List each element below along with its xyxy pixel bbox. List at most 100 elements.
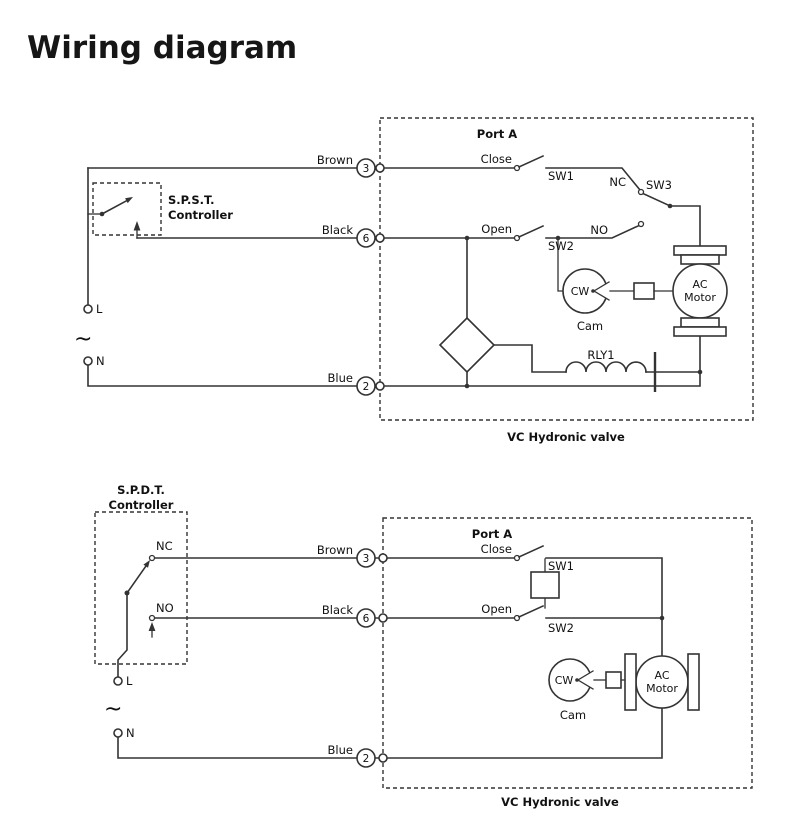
spdt-motor-right-flange <box>687 653 700 711</box>
spst-motor-top-flange-inner <box>680 254 720 265</box>
spst-nc-label: NC <box>609 175 626 189</box>
spdt-cam-notch-mask <box>578 671 593 689</box>
spst-black-arrowhead-icon <box>133 221 141 231</box>
spdt-nc-label: NC <box>156 539 173 553</box>
spst-sw2-blade <box>517 224 545 239</box>
spst-blue-label: Blue <box>328 371 353 385</box>
spst-relay-label: RLY1 <box>587 348 614 362</box>
spdt-junction-dot <box>659 615 665 621</box>
spst-valve-name-label: VC Hydronic valve <box>507 430 625 444</box>
spst-sw3-no-contact <box>637 220 645 228</box>
spst-cam-tap-wire <box>557 237 564 292</box>
spdt-blue-wire <box>117 707 663 759</box>
spst-motor-bottom-flange-inner <box>680 317 720 328</box>
spdt-l-label: L <box>126 674 133 688</box>
spdt-sw2-blade <box>517 604 545 619</box>
spdt-valve-boundary <box>382 517 753 789</box>
spst-junction-dot <box>464 383 470 389</box>
spdt-cw-label: CW <box>555 674 574 687</box>
spst-motor-top-flange <box>673 245 727 256</box>
spdt-common-wire <box>117 592 128 678</box>
spst-black-pin-circle <box>356 228 376 248</box>
spdt-nc-contact <box>148 554 156 562</box>
spst-sw3-label: SW3 <box>646 178 672 192</box>
spst-switch-blade <box>100 198 130 216</box>
spst-l-label: L <box>96 302 103 316</box>
spdt-n-terminal <box>113 728 123 738</box>
spst-blue-pin-number: 2 <box>363 381 370 393</box>
spst-sw1-label: SW1 <box>548 169 574 183</box>
spdt-brown-pin-number: 3 <box>363 553 370 565</box>
spdt-black-pin-number: 6 <box>363 613 370 625</box>
spdt-motor-left-flange <box>624 653 637 711</box>
spdt-linkage-block <box>530 571 560 599</box>
spst-switch-blade-arrowhead-icon <box>125 197 133 204</box>
spst-blue-wire <box>87 334 701 387</box>
spst-sw1-blade <box>517 154 545 169</box>
spst-cam-label: Cam <box>577 319 603 333</box>
spst-junction-dot <box>697 369 703 375</box>
spst-n-terminal <box>83 356 93 366</box>
spst-valve-boundary <box>379 117 754 421</box>
spdt-diagram: Port A VC Hydronic valve S.P.D.T. Contro… <box>94 483 753 809</box>
spdt-controller-role-label: Controller <box>109 498 174 512</box>
spst-sw3-blade <box>642 192 670 207</box>
spdt-l-terminal <box>113 676 123 686</box>
spdt-close-label: Close <box>481 542 512 556</box>
spst-junction-dot <box>555 235 561 241</box>
spdt-sw1-blade <box>517 544 545 559</box>
spst-rectifier-diamond <box>438 316 496 374</box>
spdt-black-label: Black <box>322 603 353 617</box>
spdt-port-a-label: Port A <box>472 527 513 541</box>
spdt-n-label: N <box>126 726 135 740</box>
spst-n-label: N <box>96 354 105 368</box>
spdt-sw2-label: SW2 <box>548 621 574 635</box>
spst-black-terminal <box>375 233 385 243</box>
spst-cam-coupler <box>633 282 655 300</box>
spdt-cam-pivot-dot <box>575 678 579 682</box>
spst-controller-box <box>92 182 162 236</box>
spst-brown-pin-number: 3 <box>363 163 370 175</box>
spst-motor-label-1: AC <box>692 278 707 291</box>
spdt-cam-coupler <box>605 671 622 689</box>
spdt-black-pin-circle <box>356 608 376 628</box>
spdt-black-terminal <box>378 613 388 623</box>
page-title: Wiring diagram <box>27 30 297 66</box>
spst-blue-pin-circle <box>356 376 376 396</box>
spdt-switch-blade-arrowhead-icon <box>143 560 150 568</box>
spdt-no-arrowhead-icon <box>148 622 156 631</box>
spst-cam-notch-mask <box>594 282 609 300</box>
spdt-brown-terminal <box>378 553 388 563</box>
spst-no-label: NO <box>590 223 608 237</box>
spst-sw3-common-contact <box>667 203 673 209</box>
spst-black-pin-number: 6 <box>363 233 370 245</box>
spst-cw-label: CW <box>571 285 590 298</box>
spst-relay-input-wire <box>493 344 567 373</box>
spdt-no-label: NO <box>156 601 174 615</box>
spst-open-label: Open <box>481 222 512 236</box>
spst-port-a-label: Port A <box>477 127 518 141</box>
spst-blue-terminal <box>375 381 385 391</box>
spdt-motor-label-2: Motor <box>646 682 678 695</box>
spst-sw1-output-wire <box>545 167 642 192</box>
spdt-brown-pin-circle <box>356 548 376 568</box>
spst-brown-terminal <box>375 163 385 173</box>
spst-l-terminal <box>83 304 93 314</box>
spdt-valve-name-label: VC Hydronic valve <box>501 795 619 809</box>
spst-black-label: Black <box>322 223 353 237</box>
spst-relay-coil <box>565 361 647 373</box>
spdt-no-contact <box>148 614 156 622</box>
spst-close-label: Close <box>481 152 512 166</box>
spst-junction-dot <box>464 235 470 241</box>
spdt-blue-pin-circle <box>356 748 376 768</box>
spdt-open-label: Open <box>481 602 512 616</box>
spst-sw3-common-wire <box>669 205 701 247</box>
spdt-brown-label: Brown <box>317 543 353 557</box>
spst-controller-name-label: S.P.S.T. <box>168 193 214 207</box>
spdt-blue-pin-number: 2 <box>363 753 370 765</box>
spst-sw3-nc-contact <box>637 188 645 196</box>
spst-ac-symbol: ~ <box>74 327 92 352</box>
spst-diagram: Port A VC Hydronic valve S.P.S.T. Contro… <box>74 117 754 444</box>
spst-motor-label-2: Motor <box>684 291 716 304</box>
